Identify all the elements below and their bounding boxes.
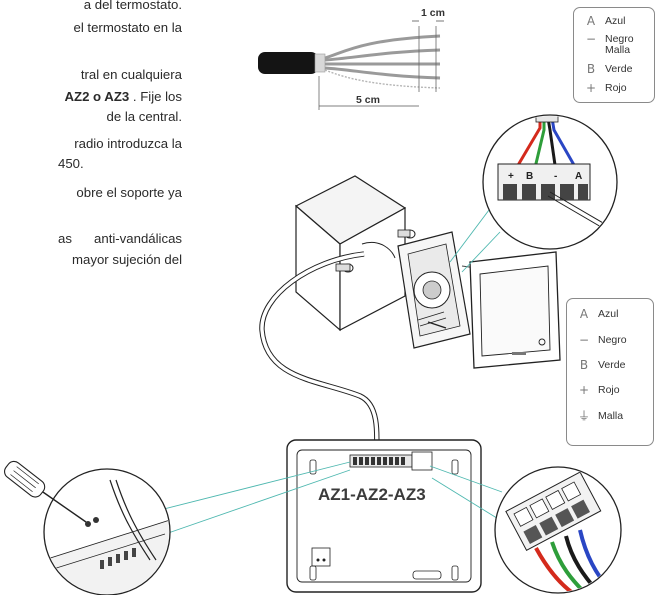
instruction-line-10: mayor sujeción del bbox=[72, 252, 182, 267]
legend-label: Rojo bbox=[605, 82, 627, 94]
central-unit: AZ1-AZ2-AZ3 bbox=[286, 439, 482, 593]
minus-icon: − bbox=[585, 32, 597, 46]
instruction-line-3: tral en cualquiera bbox=[80, 67, 182, 82]
letter-a-icon: A bbox=[586, 14, 596, 28]
thermostat-front bbox=[469, 251, 561, 369]
terminal-minus: - bbox=[554, 171, 557, 182]
instruction-line-8: obre el soporte ya bbox=[76, 185, 182, 200]
instruction-line-9b: anti-vandálicas bbox=[94, 231, 182, 246]
terminal-a: A bbox=[575, 171, 582, 182]
instruction-line-5: de la central. bbox=[106, 109, 182, 124]
legend-label: Verde bbox=[598, 359, 626, 371]
legend-label: Negro bbox=[598, 334, 627, 346]
letter-a-icon: A bbox=[579, 307, 589, 321]
legend-label: Negro bbox=[605, 33, 634, 45]
letter-b-icon: B bbox=[579, 358, 589, 372]
terminal-b: B bbox=[526, 171, 533, 182]
instruction-line-7: 450. bbox=[58, 156, 84, 171]
cable-jacket bbox=[258, 52, 318, 74]
instruction-line-9a: as bbox=[58, 231, 72, 246]
legend-label: Malla bbox=[598, 410, 624, 422]
wall-plug-lower bbox=[335, 263, 354, 273]
plus-icon: + bbox=[585, 81, 597, 95]
instruction-line-4: AZ2 o AZ3 . Fije los bbox=[0, 88, 182, 105]
screwdriver-magnifier bbox=[4, 460, 351, 595]
legend-label: Malla bbox=[605, 44, 631, 56]
legend-label: Azul bbox=[598, 308, 619, 320]
terminal-magnifier-top: + B - A bbox=[449, 114, 618, 273]
dimension-5cm: 5 cm bbox=[356, 94, 380, 106]
instruction-bold-models: AZ2 o AZ3 bbox=[64, 89, 130, 104]
terminal-plus: + bbox=[508, 171, 514, 182]
wall-mount-illustration bbox=[294, 175, 477, 349]
central-model-label: AZ1-AZ2-AZ3 bbox=[318, 485, 426, 504]
wire-color-legend-top: A Azul − Negro Malla B Verde + Rojo bbox=[573, 7, 655, 103]
wire-color-legend-bottom: A Azul − Negro B Verde + Rojo ⏚ Malla bbox=[566, 298, 654, 446]
instruction-line-2: el termostato en la bbox=[73, 20, 183, 35]
legend-label: Verde bbox=[605, 63, 633, 75]
letter-b-icon: B bbox=[586, 62, 596, 76]
legend-label: Rojo bbox=[598, 384, 620, 396]
instruction-line-4-rest: . Fije los bbox=[132, 89, 182, 104]
minus-icon: − bbox=[578, 333, 590, 347]
instruction-line-1: a del termostato. bbox=[83, 0, 182, 12]
dimension-1cm: 1 cm bbox=[421, 7, 445, 19]
wall-plug-upper bbox=[397, 229, 416, 239]
instruction-line-6: radio introduzca la bbox=[74, 136, 182, 151]
cable-strip-illustration: 1 cm 5 cm bbox=[258, 7, 445, 110]
terminal-slots bbox=[503, 184, 588, 200]
ground-icon: ⏚ bbox=[577, 409, 590, 423]
plus-icon: + bbox=[578, 383, 590, 397]
legend-label: Azul bbox=[605, 15, 626, 27]
